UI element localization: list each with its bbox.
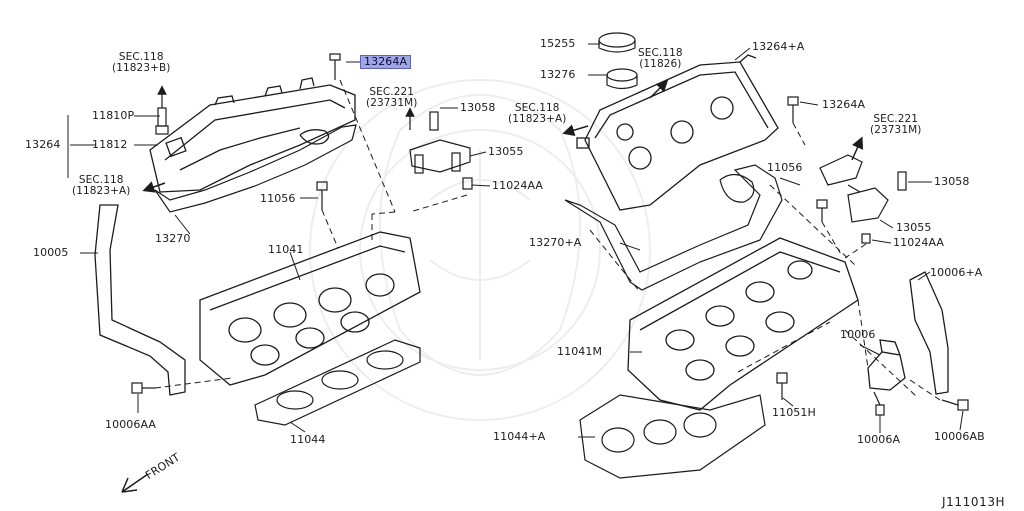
right-cam-sensor-drawing	[819, 154, 907, 244]
right-rocker-gasket-drawing	[564, 164, 783, 291]
right-cap-gasket-label[interactable]: 13276	[540, 68, 576, 81]
left-sec118b-title: SEC.118	[118, 51, 164, 63]
right-sec221-ref: (23731M)	[870, 124, 922, 136]
left-pcv-valve-label[interactable]: 11810P	[92, 109, 135, 122]
left-label-leaders	[67, 61, 491, 433]
right-sec118-top-title: SEC.118	[638, 47, 683, 59]
right-sec118a-title: SEC.118	[514, 102, 560, 114]
left-cam-sensor-label[interactable]: 13055	[488, 145, 524, 158]
left-cover-bolt-drawing	[329, 53, 341, 80]
right-bracket-label[interactable]: 10006	[840, 328, 876, 341]
right-sec118-top-ref: (11826)	[639, 58, 682, 70]
right-sec118a-arrow	[562, 124, 589, 137]
right-cam-sensor-label[interactable]: 13055	[896, 221, 932, 234]
right-bracket-bolts-drawing	[873, 391, 969, 416]
left-bracket-bolt-label[interactable]: 10006AA	[105, 418, 157, 431]
left-dashed-leaders	[154, 79, 468, 389]
left-sensor-bolt-label[interactable]: 13058	[460, 101, 496, 114]
right-cap-gasket-drawing	[606, 68, 638, 90]
right-sec118a-label: SEC.118 (11823+A)	[508, 103, 566, 125]
left-plug-label[interactable]: 11024AA	[492, 179, 544, 192]
left-head-gasket-label[interactable]: 11044	[290, 433, 326, 446]
left-sec221-title: SEC.221	[369, 86, 415, 98]
left-sec118b-ref: (11823+B)	[112, 62, 171, 74]
right-sec221-title: SEC.221	[873, 113, 919, 125]
right-bracket-bolt-label[interactable]: 10006A	[857, 433, 901, 446]
right-oil-cap-label[interactable]: 15255	[540, 37, 576, 50]
left-head-bolt-drawing	[316, 181, 328, 210]
left-sec118a-arrow	[142, 181, 166, 193]
right-rocker-cover-label[interactable]: 13264+A	[752, 40, 805, 53]
left-bracket-drawing	[94, 204, 186, 396]
right-sensor-bolt-label[interactable]: 13058	[934, 175, 970, 188]
left-rocker-gasket-drawing	[154, 124, 357, 213]
diagram-id: J111013H	[942, 495, 1006, 509]
right-oil-cap-drawing	[598, 32, 636, 53]
right-sec221-label: SEC.221 (23731M)	[870, 114, 921, 136]
right-sec118-top-arrow	[649, 79, 669, 99]
right-cylinder-head-drawing	[627, 237, 859, 411]
right-cover-bolt-label[interactable]: 13264A	[822, 98, 866, 111]
right-plug-label[interactable]: 11024AA	[893, 236, 945, 249]
left-rocker-gasket-label[interactable]: 13270	[155, 232, 191, 245]
right-bracket-bolt-b-label[interactable]: 10006AB	[934, 430, 985, 443]
right-head-gasket-drawing	[579, 394, 766, 479]
left-sec118a-title: SEC.118	[78, 174, 124, 186]
left-pcv-valve-drawing	[155, 85, 169, 135]
right-head-gasket-label[interactable]: 11044+A	[493, 430, 546, 443]
left-sec221-ref: (23731M)	[366, 97, 418, 109]
right-bracket-a-label[interactable]: 10006+A	[930, 266, 983, 279]
left-bracket-label[interactable]: 10005	[33, 246, 69, 259]
left-sec118b-label: SEC.118 (11823+B)	[112, 52, 171, 74]
left-rocker-cover-drawing	[149, 77, 356, 193]
left-rocker-cover-label[interactable]: 13264	[25, 138, 61, 151]
right-head-bolt-label[interactable]: 11056	[767, 161, 803, 174]
left-head-bolt-label[interactable]: 11056	[260, 192, 296, 205]
left-cam-sensor-drawing	[405, 107, 473, 190]
left-sec118a-label: SEC.118 (11823+A)	[72, 175, 130, 197]
right-sec118-top-label: SEC.118 (11826)	[638, 48, 683, 70]
left-sec118a-ref: (11823+A)	[72, 185, 131, 197]
left-cylinder-head-drawing	[199, 231, 421, 386]
right-rocker-cover-bolt-drawing	[787, 96, 799, 123]
right-gasket-loop	[719, 173, 755, 203]
right-rocker-gasket-label[interactable]: 13270+A	[529, 236, 582, 249]
right-dashed-leaders	[589, 122, 941, 401]
right-bracket-a-drawing	[909, 271, 949, 395]
right-head-bolt-drawing	[816, 199, 828, 222]
right-rocker-cover-drawing	[576, 54, 779, 211]
right-label-leaders	[578, 43, 964, 438]
left-head-gasket-drawing	[254, 339, 421, 426]
left-sec221-label: SEC.221 (23731M)	[366, 87, 417, 109]
left-highlighted-part-13264a[interactable]: 13264A	[360, 55, 412, 69]
front-arrow-icon	[121, 473, 149, 493]
right-stud-label[interactable]: 11051H	[772, 406, 816, 419]
left-pcv-grommet-label[interactable]: 11812	[92, 138, 128, 151]
watermark-emblem	[309, 79, 651, 421]
left-bracket-bolt-drawing	[131, 382, 156, 394]
right-bracket-drawing	[867, 339, 906, 391]
right-sec118a-ref: (11823+A)	[508, 113, 567, 125]
right-stud-drawing	[776, 372, 788, 400]
right-cylinder-head-label[interactable]: 11041M	[557, 345, 603, 358]
left-cylinder-head-label[interactable]: 11041	[268, 243, 304, 256]
